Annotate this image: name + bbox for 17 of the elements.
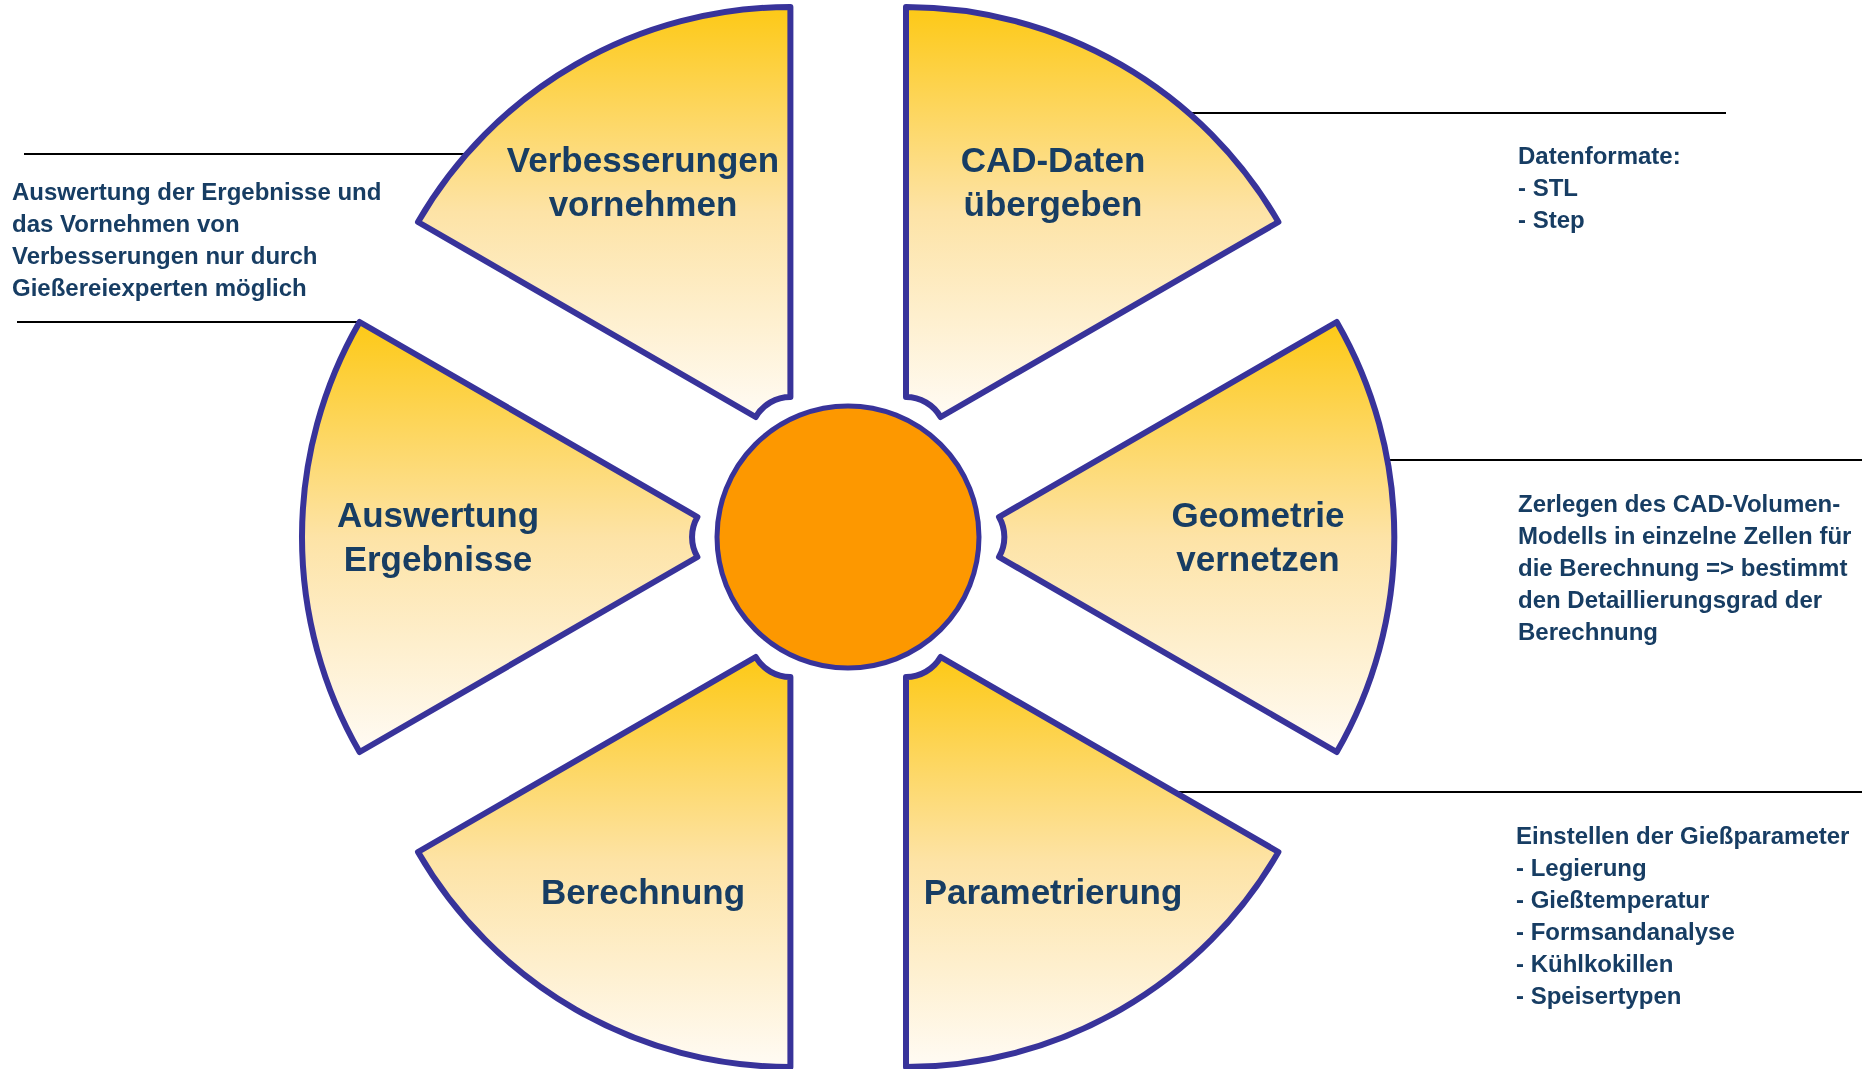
note-text: - STL xyxy=(1518,173,1579,203)
note-text: - Speisertypen xyxy=(1516,981,1683,1011)
note-text: Einstellen der Gießparameter xyxy=(1516,821,1851,851)
segment-title: Auswertung Ergebnisse xyxy=(335,494,541,580)
note-text: - Step xyxy=(1518,205,1586,235)
segment-title: CAD-Daten übergeben xyxy=(959,138,1147,225)
note-text: Auswertung der Ergebnisse und das Vornehmen von Verbesserungen nur durch Gießereiexperten möglich xyxy=(12,177,383,303)
note-text: - Gießtemperatur xyxy=(1516,885,1711,915)
segment-title: Verbesserungen vornehmen xyxy=(505,138,781,225)
note-text: - Kühlkokillen xyxy=(1516,949,1675,979)
segment-title: Berechnung xyxy=(539,871,747,914)
segment-title: Parametrierung xyxy=(922,871,1184,914)
note-text: - Formsandanalyse xyxy=(1516,917,1736,947)
note-text: - Legierung xyxy=(1516,853,1648,883)
note-text: Zerlegen des CAD-Volumen-Modells in einzelne Zellen für die Berechnung => bestimmt den Detaillierungsgrad der Berechnung xyxy=(1518,489,1853,647)
note-text: Datenformate: xyxy=(1518,141,1682,171)
segment-title: Geometrie vernetzen xyxy=(1170,494,1346,580)
